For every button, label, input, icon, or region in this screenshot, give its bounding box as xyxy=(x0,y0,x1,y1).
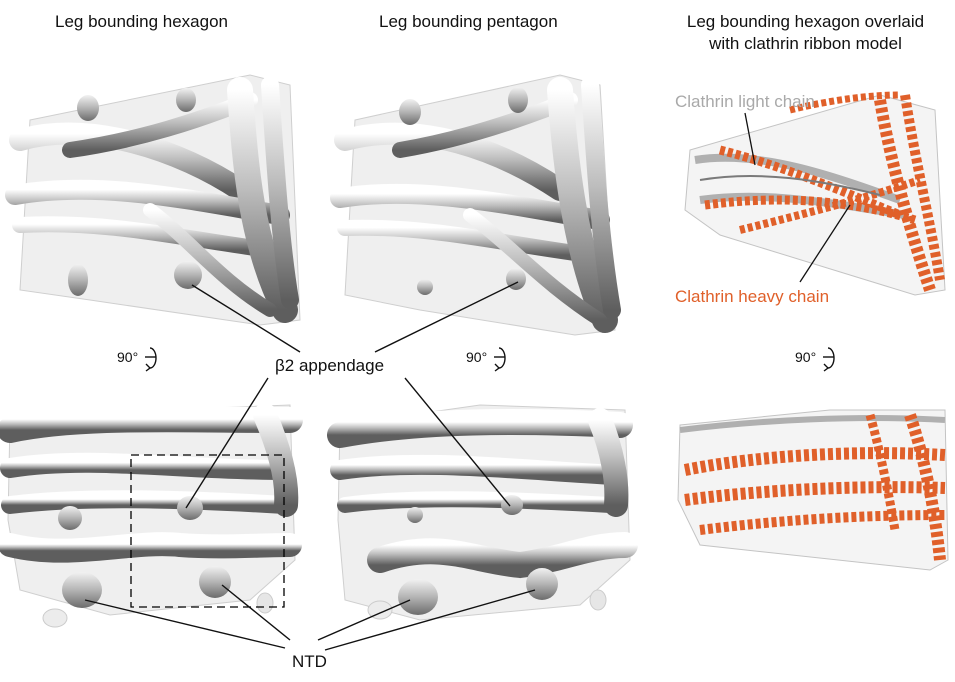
label-ntd: NTD xyxy=(292,652,327,672)
rotation-label-right: 90° xyxy=(795,349,816,365)
pentagon-top-map xyxy=(340,75,615,335)
rotation-icon-right xyxy=(823,348,834,371)
heading-overlay-line1: Leg bounding hexagon overlaid xyxy=(668,11,943,32)
pentagon-bottom-map xyxy=(338,405,630,620)
rotation-icon-left xyxy=(145,348,156,371)
hexagon-bottom-map xyxy=(8,405,295,627)
hexagon-top-map xyxy=(15,75,300,325)
rotation-label-left: 90° xyxy=(117,349,138,365)
heading-pentagon: Leg bounding pentagon xyxy=(379,11,558,32)
label-appendage: β2 appendage xyxy=(275,356,384,376)
heading-hexagon: Leg bounding hexagon xyxy=(55,11,228,32)
rotation-icon-middle xyxy=(494,348,505,371)
label-light-chain: Clathrin light chain xyxy=(675,92,815,112)
overlay-bottom-map xyxy=(678,410,948,570)
heading-overlay-line2: with clathrin ribbon model xyxy=(668,33,943,54)
overlay-top-map xyxy=(685,95,945,295)
label-heavy-chain: Clathrin heavy chain xyxy=(675,287,829,307)
rotation-label-middle: 90° xyxy=(466,349,487,365)
